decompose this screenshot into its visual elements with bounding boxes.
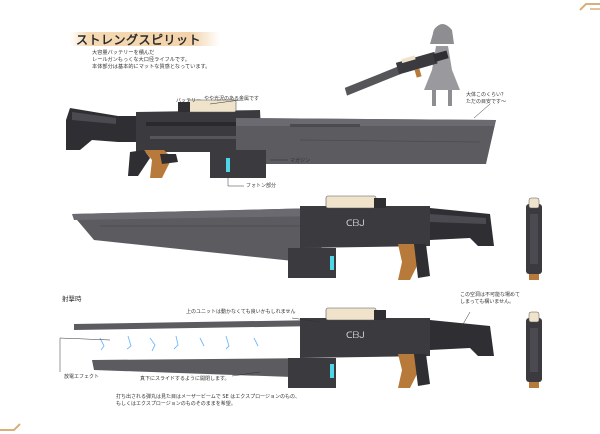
label-discharge-fx: 放電エフェクト [64,374,100,380]
label-bottom-note-2: もしくはエクスプロージョンのものそのままを希望。 [116,401,236,407]
barrel-marking: ᑕᗷᒍ [346,219,365,229]
title-block: ストレングスピリット [66,30,226,48]
label-firing-heading: 射撃時 [62,295,82,303]
scale-rifle [344,50,449,96]
rifle-firing-view: ᑕᗷᒍ [74,307,494,388]
label-slide-note: 真下にスライドするように開閉します。 [140,376,230,382]
corner-ornament-bottom-left [0,423,21,431]
barrel-marking: ᑕᗷᒍ [346,331,365,341]
rifle-side-view-right [66,99,496,178]
rifle-end-view-top [526,197,542,280]
description-line: 本体部分は基本的にマットな質感となっています。 [92,64,211,71]
title-brush [70,32,220,46]
description: 大容量バッテリーを積んだ レールガンもっくな大口径ライフルです。 本体部分は基本… [92,50,210,72]
rifle-end-view-bottom [526,311,542,388]
label-magazine: マガジン [290,158,311,164]
description-line: レールガンもっくな大口径ライフルです。 [92,57,190,64]
leader-lines [59,99,491,377]
label-bottom-note-1: 打ち出される弾丸は見た目はメーザービームで SE はエクスプロージョンのもの、 [116,394,301,400]
page-title: ストレングスピリット [76,33,202,47]
label-scale-q1: 大体このくらい？ [466,92,507,98]
description-line: 大容量バッテリーを積んだ [92,50,155,56]
discharge-effect [99,335,259,352]
scale-figure [424,24,460,106]
label-photon: フォトン部分 [246,183,277,189]
rifle-side-view-left: ᑕᗷᒍ [72,195,494,280]
label-glossy: やや光沢のある金属です [204,96,260,102]
label-battery: バッテリー [176,98,202,104]
corner-ornament-top-right [579,3,600,11]
label-upper-unit: 上のユニットは動かなくても良いかもしれません [186,309,296,315]
label-space-note-1: この空洞は不可能な場めて [460,292,521,298]
label-scale-q2: ただの目安です～ [466,99,507,105]
label-space-note-2: しまっても構いません。 [460,299,515,305]
